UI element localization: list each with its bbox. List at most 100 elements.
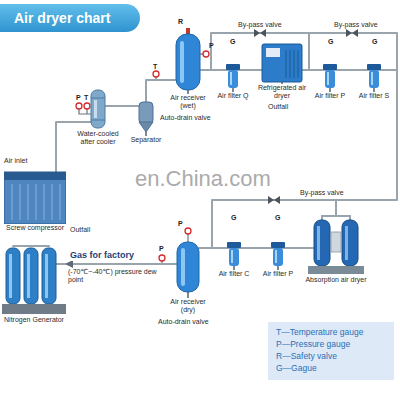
air-receiver-part [187, 90, 189, 94]
valve-label: By-pass valve [300, 189, 344, 197]
equipment-label: Absorption air dryer [300, 276, 372, 284]
absorption-dryer-part [342, 220, 358, 266]
valve-letter: R [178, 18, 183, 26]
equipment-label: Air filter S [354, 92, 394, 100]
equipment-label: Air receiver (dry) [168, 298, 208, 314]
air-filter-part [277, 266, 279, 270]
legend-text: R—Safety valve [276, 351, 337, 361]
air-filter-part [325, 70, 335, 88]
legend-entry: P—Pressure gauge [276, 339, 386, 351]
bypass-valve-symbol-part [268, 196, 274, 204]
absorption-dryer [300, 212, 372, 276]
nitrogen-generator-part [56, 263, 66, 265]
dew-point-note: (-70℃~-40℃) pressure dew point [68, 268, 172, 284]
inlet-label: Air inlet [4, 157, 27, 165]
legend-text: T—Temperature gauge [276, 327, 363, 337]
title-text: Air dryer chart [0, 4, 140, 32]
screw-compressor-part-part [60, 184, 61, 220]
screw-compressor-part-part [52, 184, 53, 220]
equipment-node: Air filter Q [212, 48, 254, 100]
air-filter [310, 48, 350, 92]
valve-label: By-pass valve [334, 21, 378, 29]
air-filter-part [226, 64, 240, 70]
pipe-line [146, 80, 166, 96]
equipment-label: Refrigerated air dryer [256, 84, 308, 100]
screw-compressor-part [55, 168, 57, 172]
gauge-letter: P [178, 220, 183, 228]
equipment-label: Air filter C [214, 270, 254, 278]
gauge-letter: G [372, 38, 377, 46]
bypass-pipe-part [309, 33, 397, 70]
gauge-stem-part [86, 109, 87, 114]
watermark: en.China.com [135, 166, 271, 191]
screw-compressor [4, 168, 66, 224]
valve-label: By-pass valve [238, 21, 282, 29]
flow-label: Gas for factory [70, 250, 134, 261]
air-receiver-part [187, 292, 189, 298]
separator-tank-part [139, 102, 153, 124]
air-receiver-part [168, 263, 177, 265]
gauge-letter: G [231, 214, 236, 222]
separator-tank [128, 96, 164, 136]
nitrogen-generator-part [2, 304, 66, 314]
gauge-letter: P [159, 245, 164, 253]
nitrogen-generator-part [24, 248, 38, 304]
refrigerated-dryer-part [266, 48, 280, 57]
bypass-valve-symbol-part [346, 29, 352, 37]
refrigerated-dryer-part [286, 50, 298, 78]
air-filter-part [273, 248, 283, 266]
bypass-valve-symbol-part [352, 29, 358, 37]
after-cooler-part [91, 90, 105, 128]
absorption-dryer-part [317, 226, 320, 260]
gauge-dial-part [153, 71, 159, 77]
air-receiver [168, 236, 208, 298]
gauge-stem-part [79, 109, 91, 114]
after-cooler-part [91, 98, 105, 99]
screw-compressor-part-part [28, 184, 29, 220]
air-filter [214, 226, 254, 270]
equipment-node: Nitrogen Generator [2, 240, 66, 324]
air-receiver-part [180, 41, 184, 83]
air-filter-part [233, 266, 235, 270]
equipment-label: Air filter P [258, 270, 298, 278]
gauge-letter: T [84, 94, 88, 102]
bypass-pipe [211, 33, 397, 248]
after-cooler [72, 86, 124, 130]
equipment-node: Screw compressor [4, 168, 66, 232]
separator-tank-part [145, 96, 147, 102]
equipment-node: Separator [128, 96, 164, 144]
gauge-letter: P [76, 94, 81, 102]
air-filter-part [232, 88, 234, 92]
absorption-dryer-part [300, 247, 314, 249]
gauge-letter: T [153, 63, 157, 71]
gauge-letter: G [230, 38, 235, 46]
equipment-label: Nitrogen Generator [2, 316, 66, 324]
air-receiver-part [176, 34, 200, 90]
nitrogen-generator-part [13, 245, 49, 247]
absorption-dryer-part [331, 232, 341, 252]
gauge-letter: P [209, 42, 214, 50]
legend-entry: T—Temperature gauge [276, 327, 386, 339]
refrigerated-dryer-part-part [290, 50, 291, 78]
air-filter-part [275, 250, 277, 263]
air-receiver [166, 28, 210, 94]
outfall-label: Outfall [70, 226, 90, 234]
after-cooler-part [94, 100, 97, 118]
screw-compressor-part [4, 172, 66, 224]
nitrogen-generator-part [6, 248, 20, 304]
screw-compressor-part-part [12, 184, 13, 220]
title-banner: Air dryer chart [0, 4, 140, 32]
pipe-line [66, 263, 168, 265]
screw-compressor-part-part [44, 184, 45, 220]
air-filter-part [229, 248, 239, 266]
air-filter [258, 226, 298, 270]
pipe-line [56, 122, 72, 168]
air-filter [354, 48, 394, 92]
after-cooler-part [72, 121, 91, 123]
screw-compressor-part-part [20, 184, 21, 220]
absorption-dryer-part [308, 266, 364, 274]
gauge-dial-part [76, 103, 82, 109]
refrigerated-dryer-part [281, 82, 283, 84]
after-cooler-part [105, 105, 124, 107]
equipment-node: Air receiver (dry) [168, 236, 208, 314]
